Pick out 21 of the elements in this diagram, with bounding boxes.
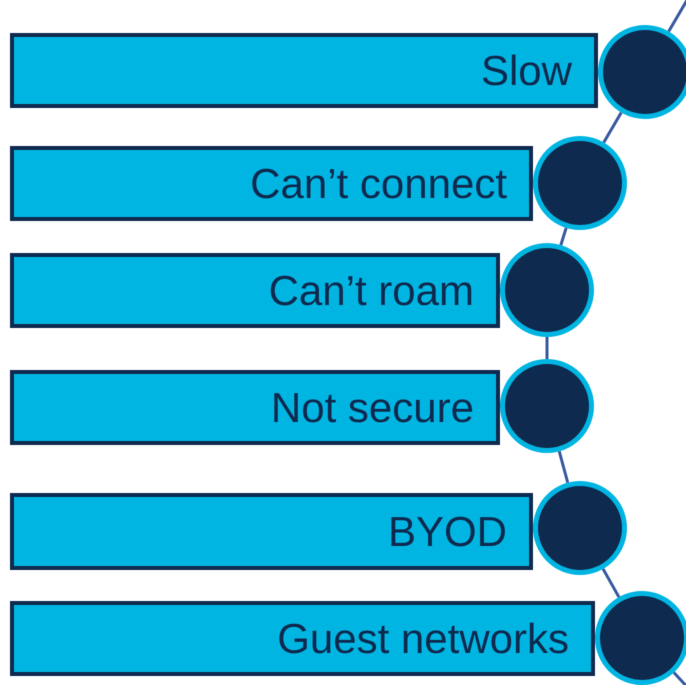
circle-marker [595,591,686,685]
circle-marker [598,25,686,119]
label-bar [10,493,533,570]
label-bar [10,33,598,108]
connector-line [559,227,568,246]
bar-label: BYOD [388,508,507,556]
label-bar [10,370,500,445]
connector-line [667,0,686,32]
label-bar [10,253,500,328]
connector-line [602,112,623,144]
label-bar [10,146,533,221]
connector-line [558,450,570,484]
connector-line [672,672,686,685]
connector-line [546,337,548,359]
bar-label: Slow [480,46,572,94]
bar-label: Can’t connect [250,160,507,208]
label-bar [10,601,595,676]
bar-label: Can’t roam [268,266,474,314]
connector-line [602,568,620,598]
bar-label: Not secure [270,384,474,432]
bar-label: Guest networks [277,614,569,662]
